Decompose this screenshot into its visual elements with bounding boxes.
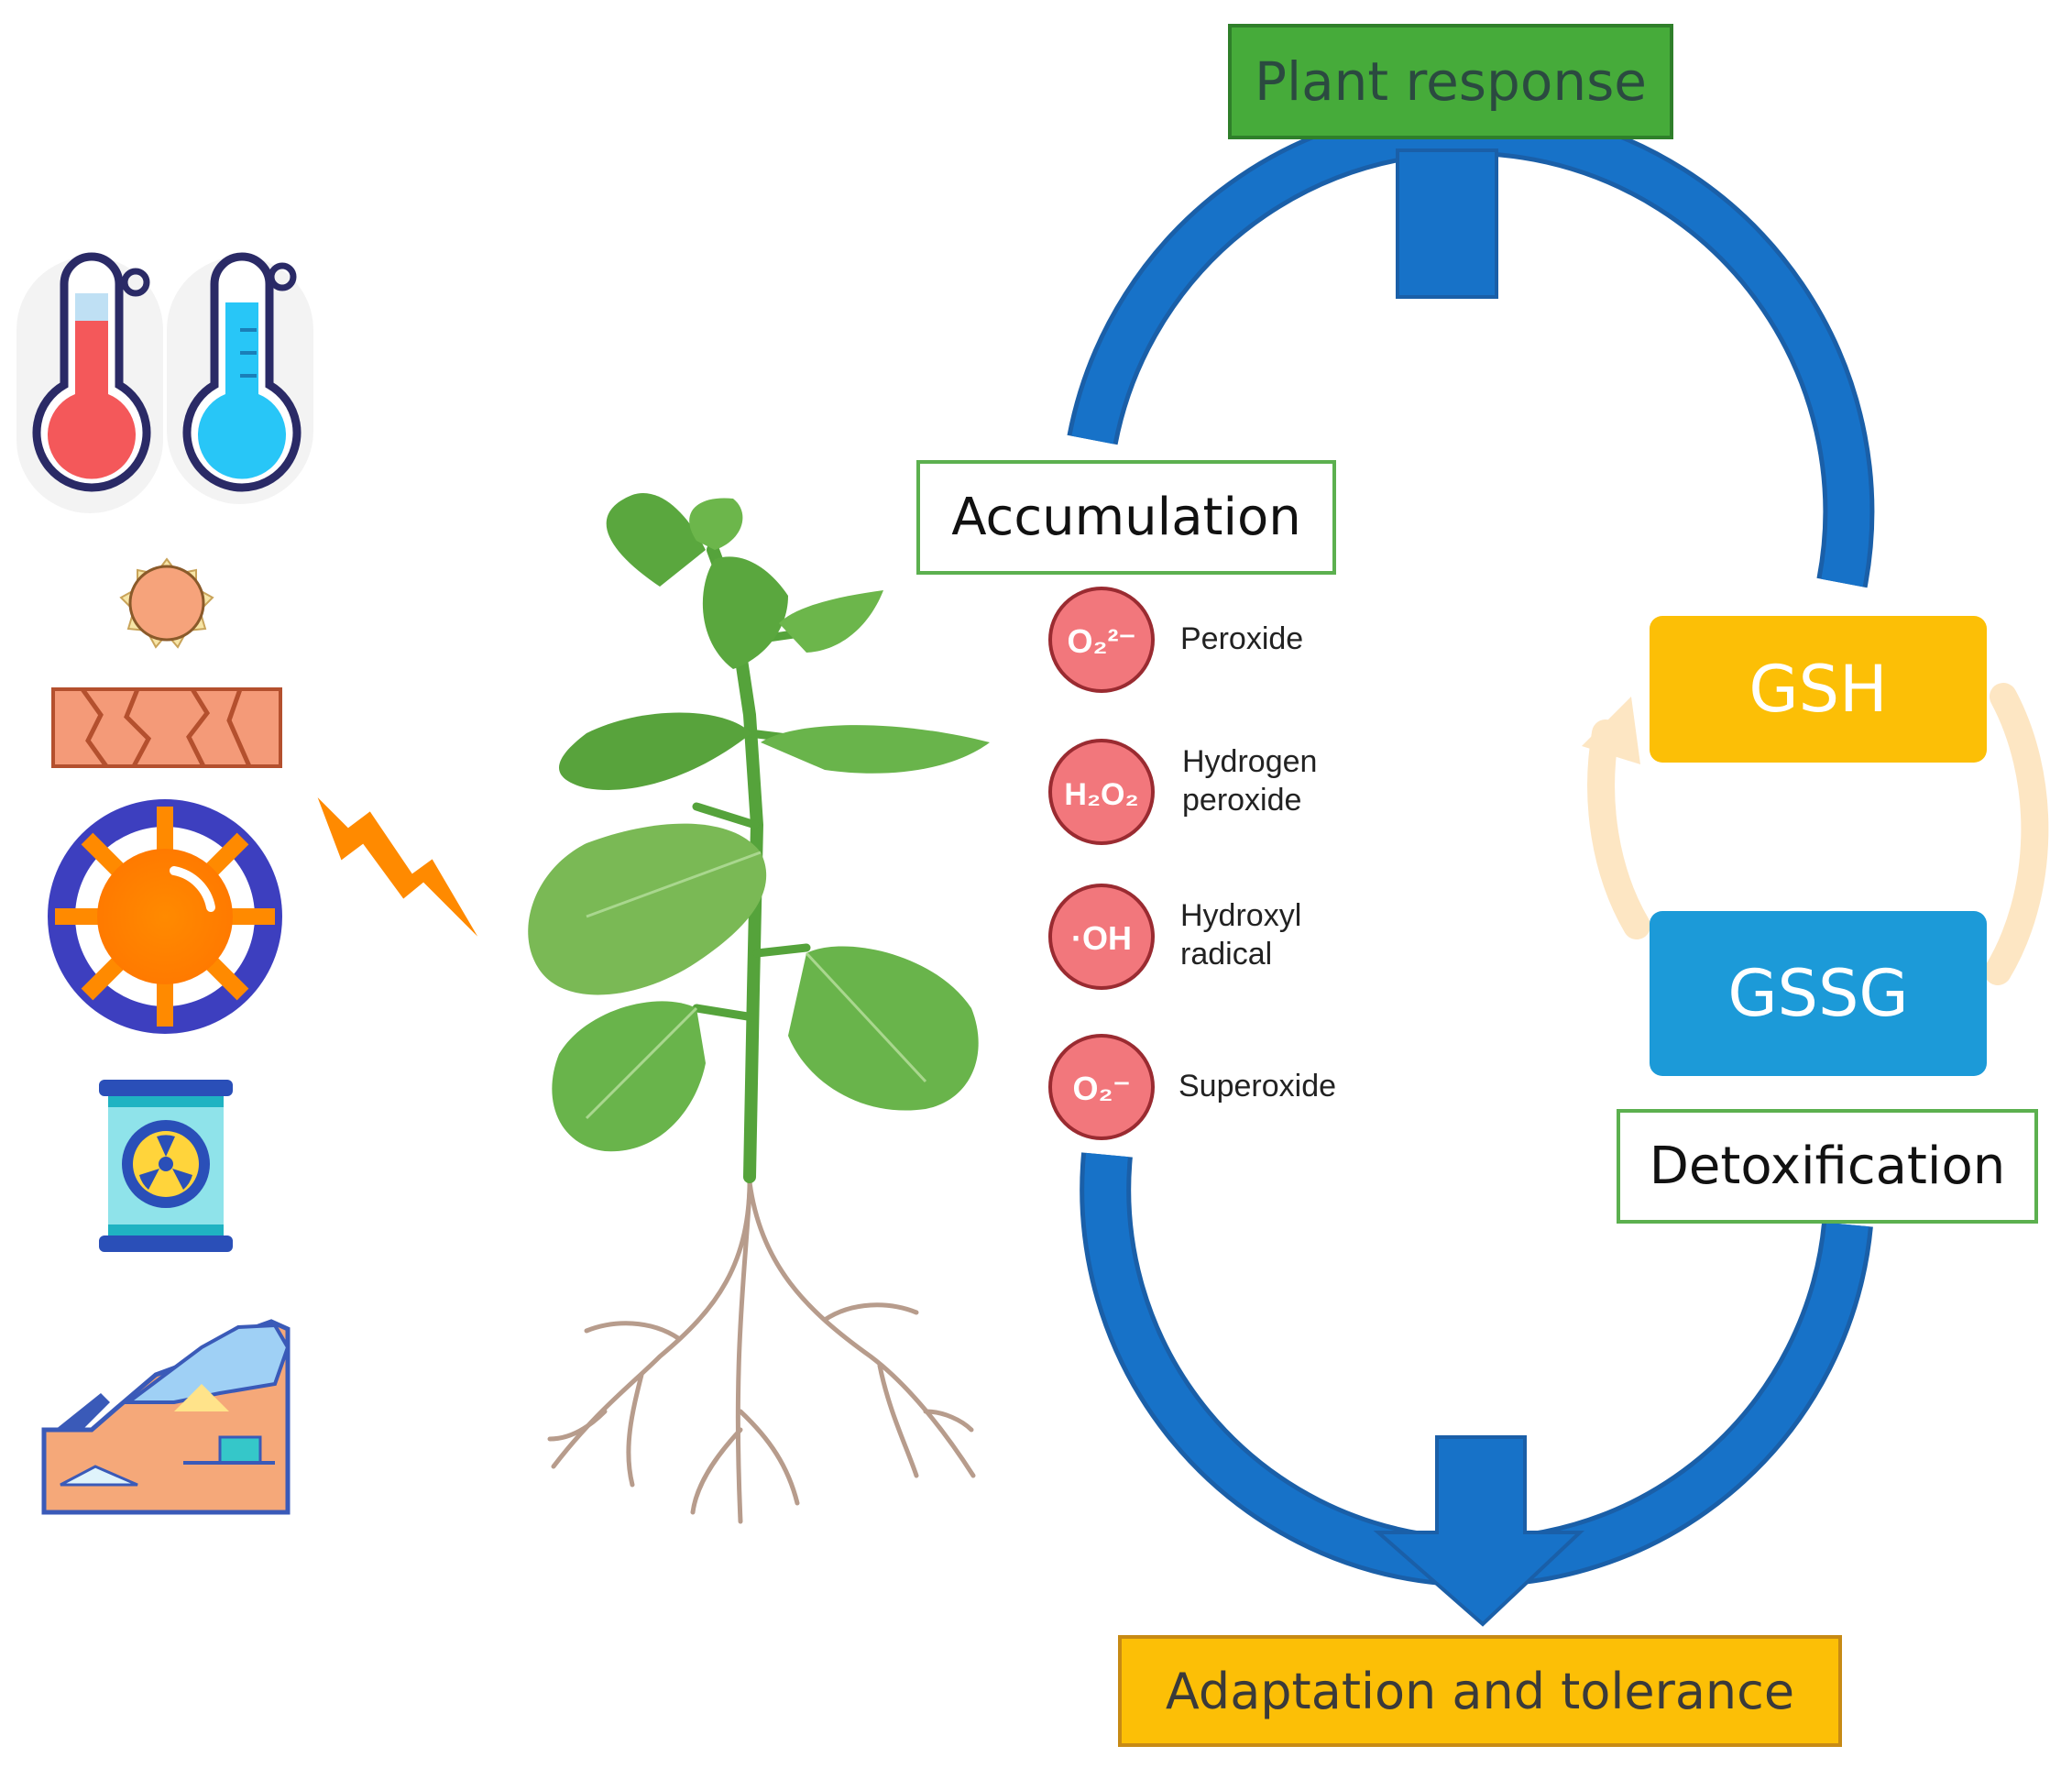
lightning-icon xyxy=(314,793,483,943)
ros-label-hydrogen-peroxide: Hydrogen peroxide xyxy=(1182,742,1317,819)
ros-label-line: Superoxide xyxy=(1179,1069,1337,1104)
polluted-landscape-icon xyxy=(41,1319,291,1515)
ros-label-line: Peroxide xyxy=(1180,621,1304,656)
heat-thermometer-icon xyxy=(16,252,163,513)
ros-circles: O₂²⁻ H₂O₂ ·OH O₂⁻ xyxy=(1048,587,1155,1140)
ros-label-peroxide: Peroxide xyxy=(1180,620,1303,658)
ros-label-hydroxyl-radical: Hydroxyl radical xyxy=(1180,896,1301,973)
accumulation-box: Accumulation xyxy=(916,460,1336,575)
radioactive-icon xyxy=(99,1080,233,1252)
cold-thermometer-icon xyxy=(167,252,313,504)
gssg-box: GSSG xyxy=(1650,911,1987,1076)
ros-symbol: O₂²⁻ xyxy=(1068,622,1136,660)
detoxification-box: Detoxification xyxy=(1617,1109,2038,1224)
ros-symbol: H₂O₂ xyxy=(1064,777,1138,812)
cracked-soil-icon xyxy=(51,687,282,768)
cycle-arrow-bottom xyxy=(1080,1152,1873,1627)
plant-illustration xyxy=(528,493,990,1524)
uv-radiation-icon xyxy=(48,799,282,1034)
ros-label-line: Hydrogen xyxy=(1182,744,1318,779)
ros-label-superoxide: Superoxide xyxy=(1179,1067,1336,1105)
sun-icon xyxy=(119,557,214,649)
gsh-box: GSH xyxy=(1650,616,1987,763)
adaptation-tolerance-box: Adaptation and tolerance xyxy=(1118,1635,1842,1747)
ros-label-line: peroxide xyxy=(1182,783,1302,818)
ros-label-line: Hydroxyl xyxy=(1180,898,1302,933)
ros-symbol: O₂⁻ xyxy=(1073,1070,1131,1107)
recycle-arrows xyxy=(1582,683,2049,985)
ros-label-line: radical xyxy=(1180,937,1273,972)
ros-symbol: ·OH xyxy=(1071,919,1132,957)
plant-response-box: Plant response xyxy=(1228,24,1673,139)
